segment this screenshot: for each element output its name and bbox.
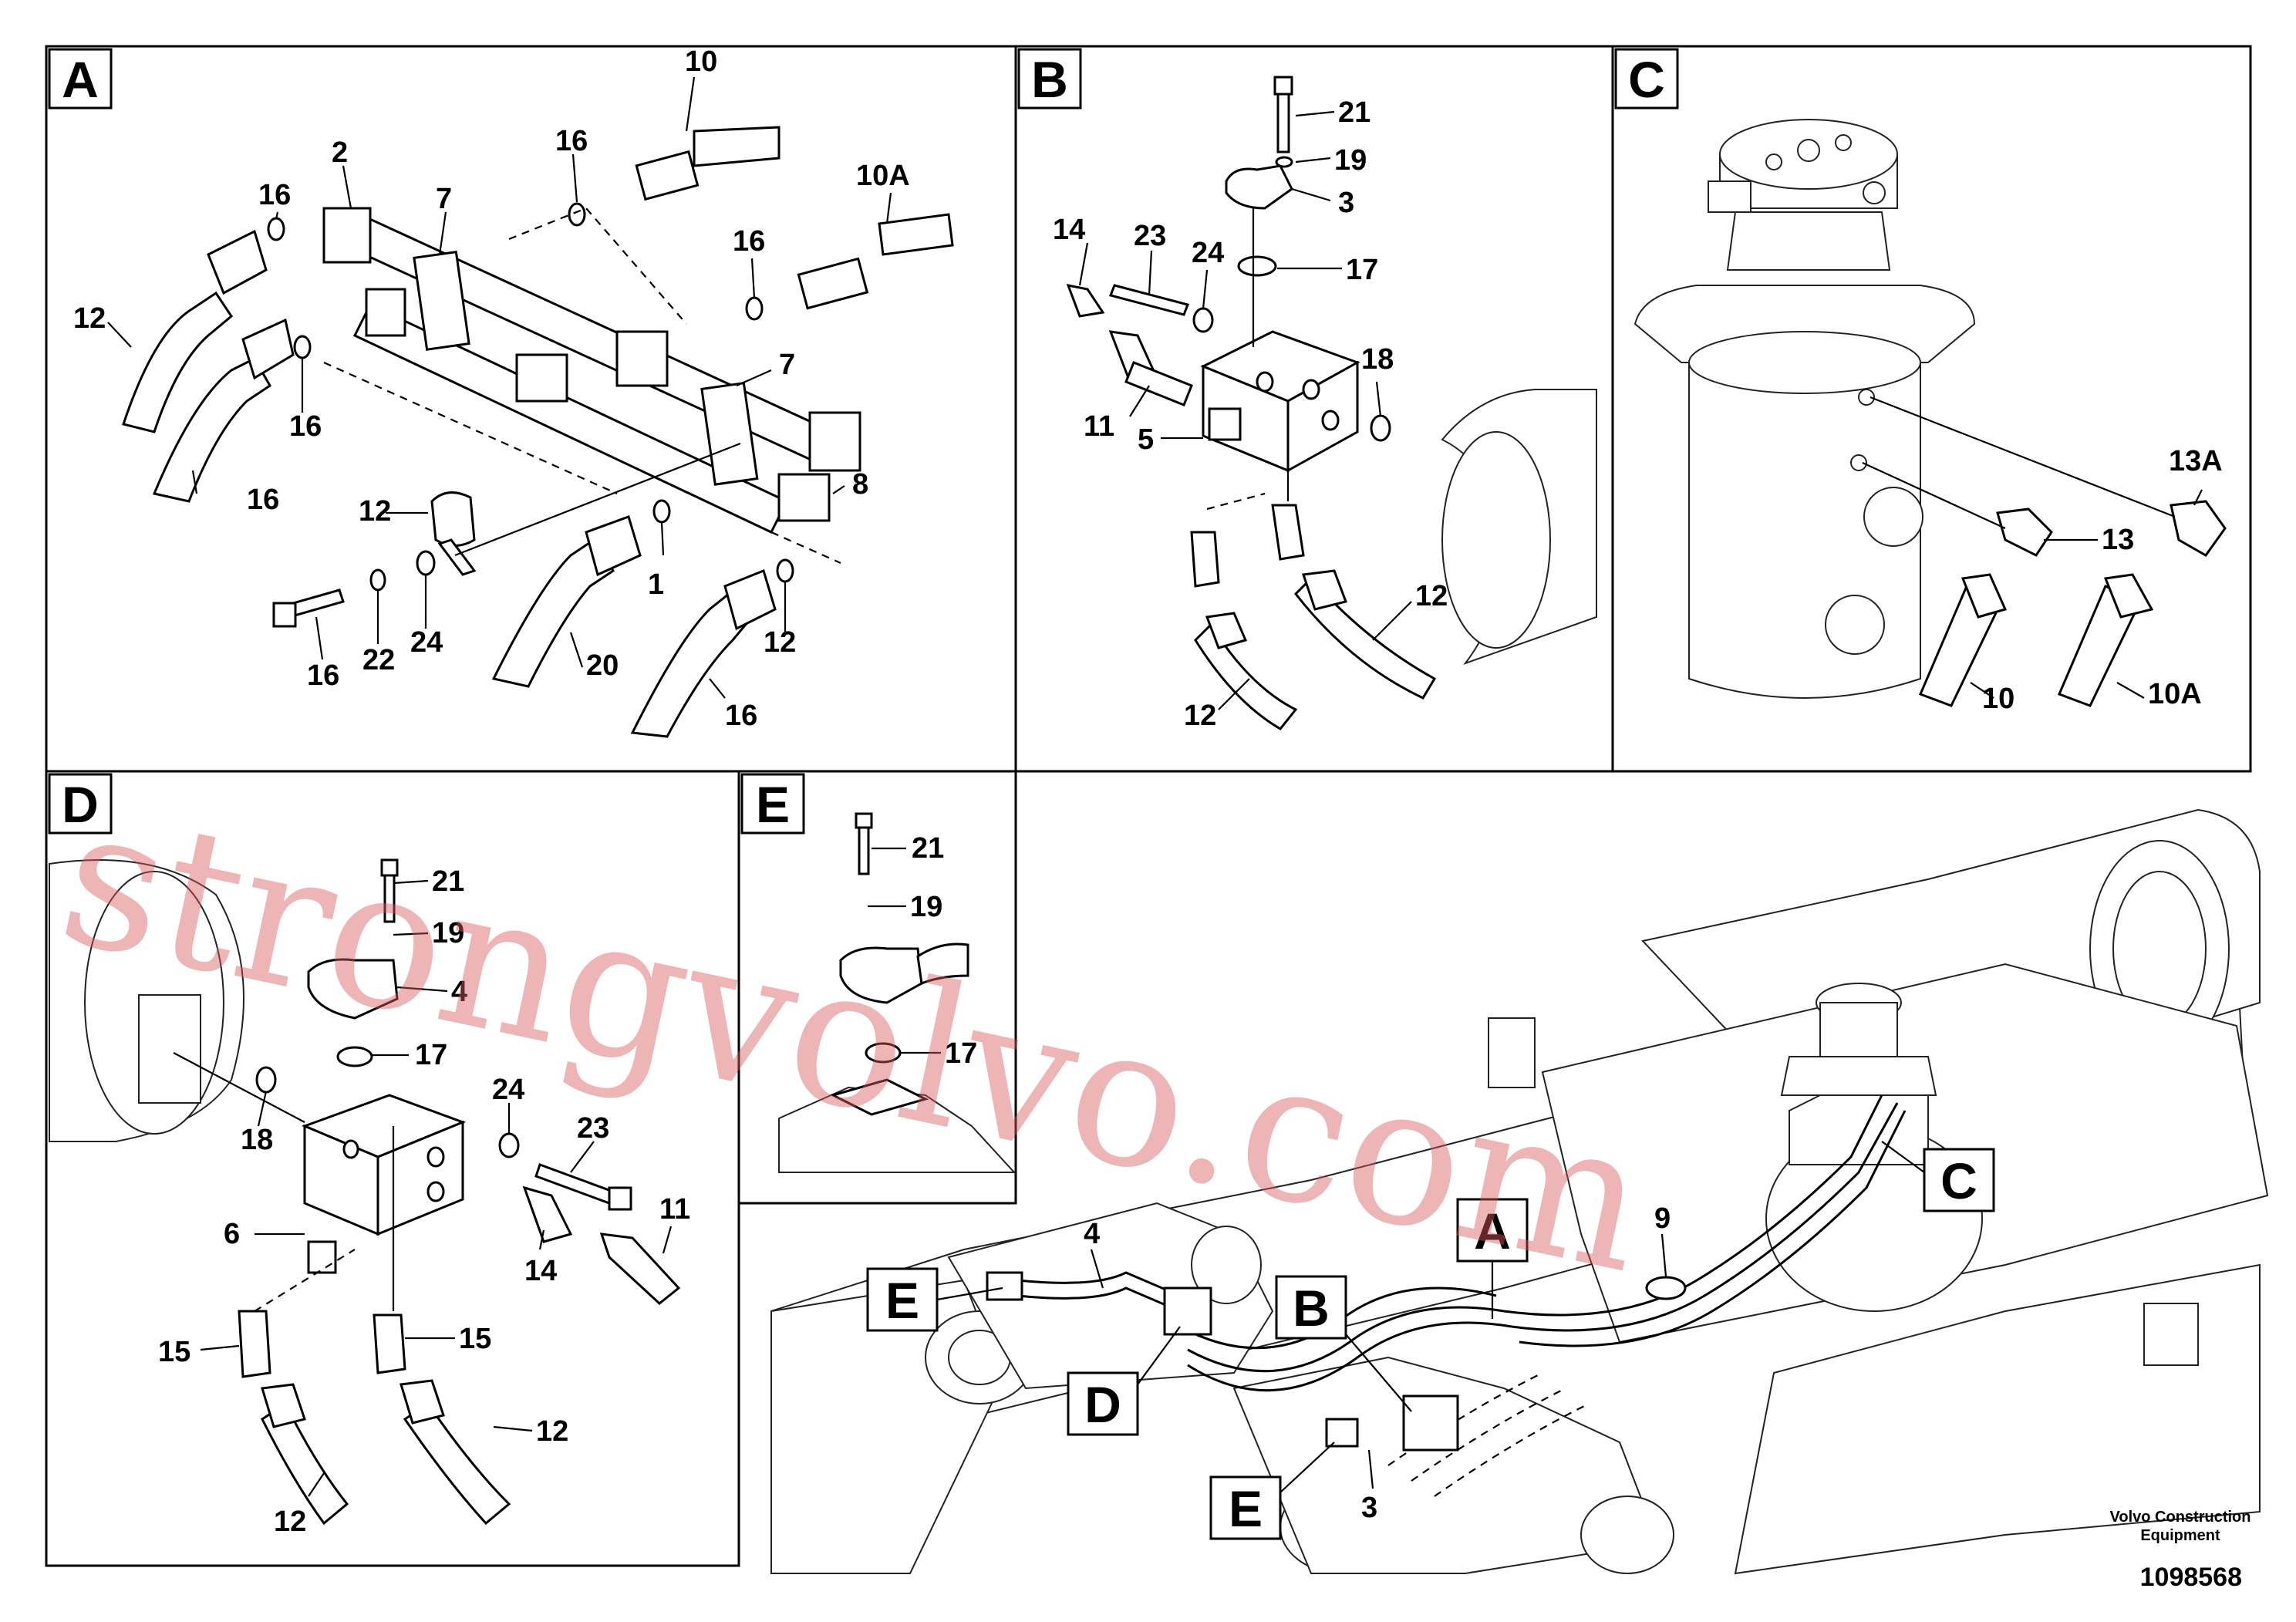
label-a-20: 24 <box>410 626 443 659</box>
label-a-7-top: 7 <box>436 183 452 215</box>
label-d-12-left: 12 <box>274 1506 306 1538</box>
label-a-24: 22 <box>362 644 395 676</box>
panel-c-drawing <box>1633 119 2227 707</box>
label-a-10: 10 <box>685 46 717 78</box>
label-d-14: 14 <box>524 1255 557 1287</box>
label-b-14: 14 <box>1053 214 1085 246</box>
overview-callout-b: B <box>1293 1280 1330 1337</box>
panel-c-letter: C <box>1628 51 1665 108</box>
label-b-24: 24 <box>1192 237 1224 269</box>
overview-callout-a: A <box>1474 1202 1511 1259</box>
panel-d-drawing <box>49 858 681 1526</box>
label-d-23: 23 <box>577 1112 609 1145</box>
panel-frames <box>45 45 2252 1567</box>
label-overview-4: 4 <box>1084 1218 1100 1250</box>
label-a-12-left: 12 <box>73 302 106 335</box>
label-e-17: 17 <box>945 1037 977 1070</box>
overview-callout-c: C <box>1940 1152 1977 1209</box>
overview-drawing: E D B A C E <box>770 808 2269 1575</box>
label-c-10: 10 <box>1982 683 2014 715</box>
panel-e-drawing <box>778 812 1017 1173</box>
label-c-10a: 10A <box>2148 678 2202 710</box>
label-e-21: 21 <box>912 832 944 865</box>
label-d-19: 19 <box>432 917 464 949</box>
panel-b-letter: B <box>1031 51 1068 108</box>
label-b-12-right: 12 <box>1415 580 1448 612</box>
label-a-8: 12 <box>359 495 391 528</box>
label-b-11: 11 <box>1084 410 1114 443</box>
label-c-13a: 13A <box>2169 445 2223 477</box>
label-b-3: 3 <box>1338 187 1354 219</box>
label-a-1: 8 <box>852 468 868 501</box>
label-a-12-bottom: 20 <box>586 649 619 682</box>
label-a-7-right: 7 <box>779 349 795 381</box>
panel-b-labels: 21 19 3 14 23 24 17 18 11 5 12 12 <box>1053 96 1448 732</box>
panel-e-labels: 21 19 17 <box>910 832 977 1070</box>
footer-company: Volvo Construction Equipment <box>2109 1509 2251 1544</box>
panel-letter-boxes: A B C D E <box>48 48 1679 835</box>
label-d-17: 17 <box>415 1039 447 1071</box>
label-a-12-mid: 16 <box>247 484 279 516</box>
label-a-16-mid: 16 <box>289 410 322 443</box>
label-a-16-left: 16 <box>258 179 291 211</box>
label-d-11: 11 <box>659 1193 690 1226</box>
panel-e-letter: E <box>756 776 790 833</box>
label-b-5: 5 <box>1138 423 1154 456</box>
panel-a-labels: 10 16 2 16 7 10A 16 12 16 7 16 12 8 1 16… <box>73 46 910 732</box>
panel-d-letter: D <box>62 776 99 833</box>
label-b-19: 19 <box>1334 144 1367 177</box>
panel-a-letter: A <box>62 51 99 108</box>
label-a-10a: 10A <box>856 160 910 192</box>
label-c-13: 13 <box>2102 524 2134 556</box>
panel-c-labels: 13A 13 10 10A <box>1982 445 2223 715</box>
label-overview-3: 3 <box>1361 1492 1377 1524</box>
label-a-16-br: 12 <box>764 626 796 659</box>
label-b-17: 17 <box>1346 254 1378 286</box>
panel-d-labels: 21 19 4 17 18 24 23 6 14 11 15 15 12 12 <box>158 865 690 1538</box>
label-b-23: 23 <box>1134 220 1166 252</box>
panel-a-drawing <box>107 76 954 738</box>
label-b-18: 18 <box>1361 343 1394 376</box>
watermark-text: strongvolvo.com <box>45 762 1665 1316</box>
footer-drawing-number: 1098568 <box>2139 1563 2242 1592</box>
label-d-15-right: 15 <box>459 1323 491 1355</box>
panel-b-drawing <box>1066 76 1597 730</box>
overview-callout-d: D <box>1084 1376 1121 1433</box>
label-b-12-left: 12 <box>1184 700 1216 732</box>
label-d-15-left: 15 <box>158 1336 190 1368</box>
label-d-24: 24 <box>492 1074 524 1106</box>
label-e-19: 19 <box>910 891 942 923</box>
label-d-4: 4 <box>451 976 467 1008</box>
overview-labels: 4 9 3 <box>1084 1202 1671 1524</box>
label-a-16-bottom: 1 <box>648 568 664 601</box>
label-d-6: 6 <box>224 1218 240 1250</box>
label-d-18: 18 <box>241 1124 273 1156</box>
label-a-2: 2 <box>332 137 348 169</box>
label-d-21: 21 <box>432 865 464 898</box>
label-overview-9: 9 <box>1654 1202 1671 1235</box>
label-a-12-br: 16 <box>725 700 757 732</box>
label-a-22: 16 <box>307 659 339 692</box>
label-a-16-right: 16 <box>733 225 765 258</box>
overview-callout-e2: E <box>1229 1480 1263 1537</box>
label-b-21: 21 <box>1338 96 1371 129</box>
label-a-16-top: 16 <box>555 125 588 157</box>
label-d-12-right: 12 <box>536 1415 568 1448</box>
overview-callout-e1: E <box>885 1272 919 1329</box>
